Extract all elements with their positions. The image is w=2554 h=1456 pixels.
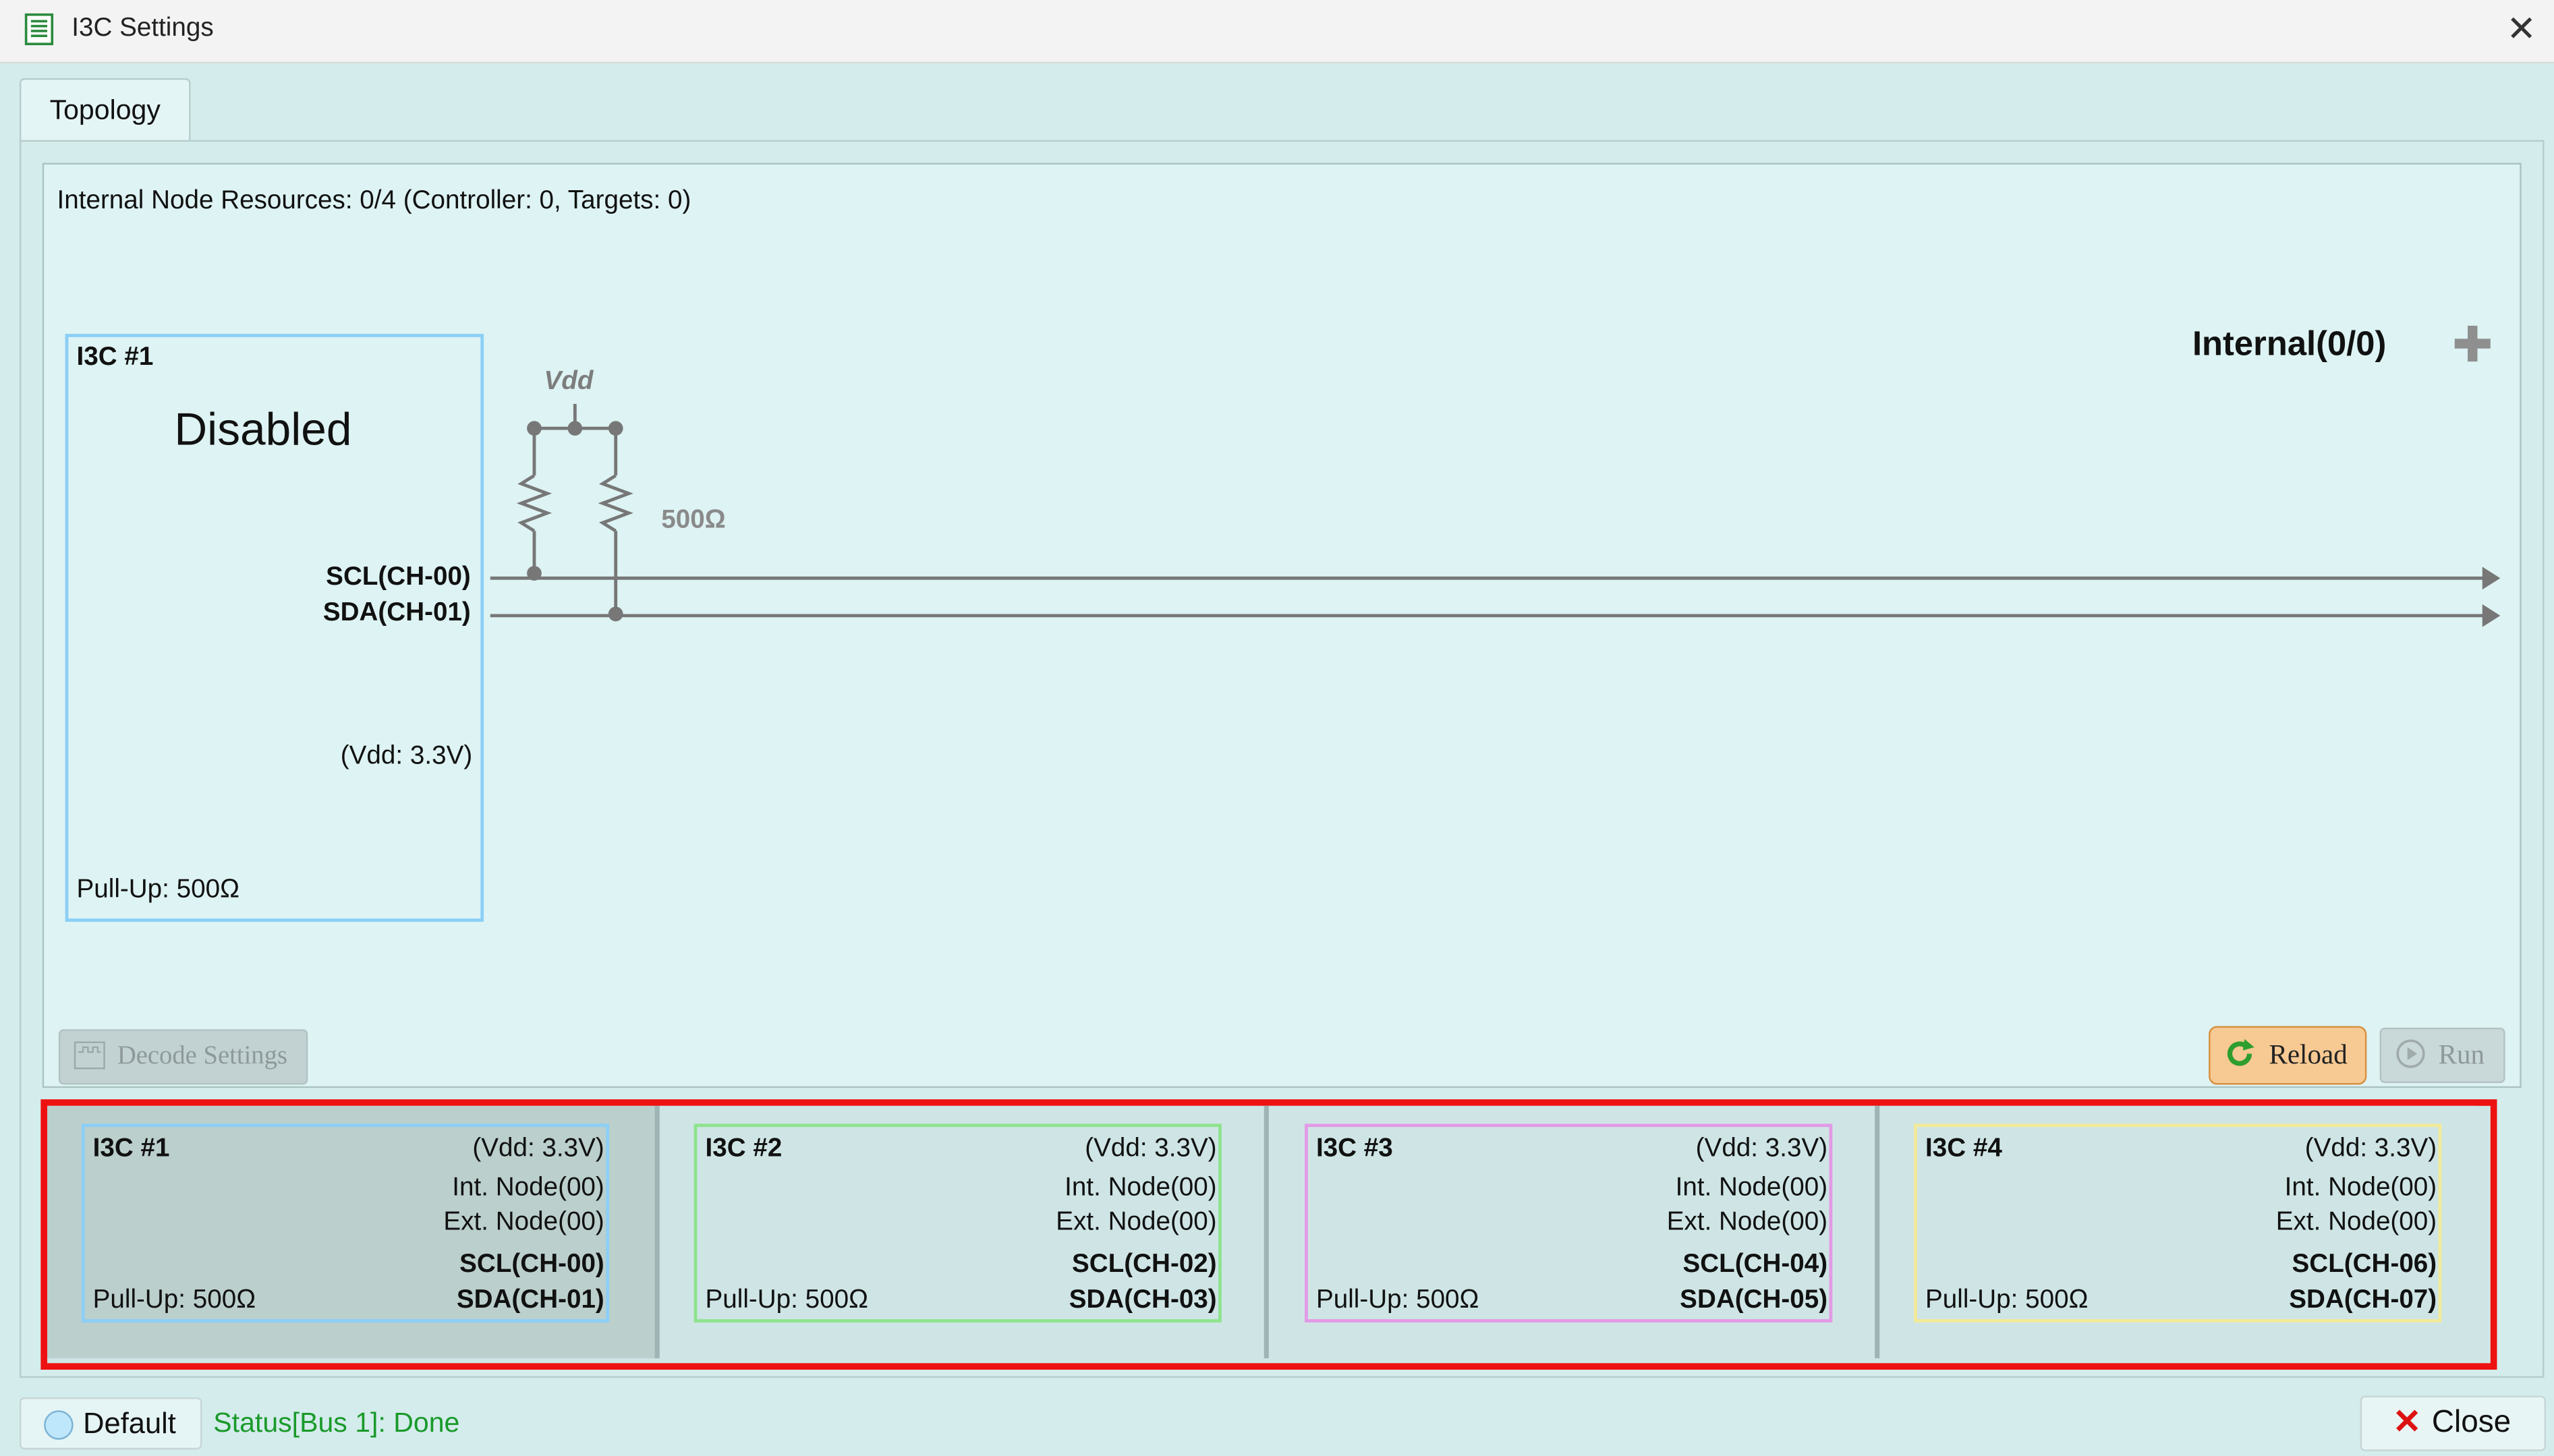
bus-pullup: Pull-Up: 500Ω bbox=[1315, 1286, 1479, 1314]
bus-ext-node: Ext. Node(00) bbox=[2275, 1208, 2437, 1236]
bus-box-2 bbox=[693, 1124, 1222, 1322]
bus-sda: SDA(CH-01) bbox=[456, 1286, 604, 1314]
bus-item-2[interactable] bbox=[659, 1105, 1269, 1359]
bus-int-node: Int. Node(00) bbox=[1065, 1174, 1217, 1202]
reload-button[interactable]: Reload bbox=[2209, 1026, 2367, 1085]
bus-item-3[interactable] bbox=[1268, 1105, 1878, 1359]
controller-title: I3C #1 bbox=[76, 343, 154, 372]
controller-box[interactable] bbox=[65, 334, 484, 922]
close-button[interactable]: ✕ Close bbox=[2360, 1395, 2546, 1451]
bus-title: I3C #4 bbox=[1925, 1135, 2002, 1163]
bus-separator bbox=[1264, 1105, 1269, 1359]
bus-item-1[interactable] bbox=[47, 1105, 657, 1359]
default-button[interactable]: Default bbox=[19, 1397, 202, 1450]
play-icon bbox=[2396, 1039, 2425, 1068]
plus-icon[interactable] bbox=[2453, 324, 2492, 363]
controller-scl-label: SCL(CH-00) bbox=[326, 563, 471, 591]
bus-pullup: Pull-Up: 500Ω bbox=[92, 1286, 256, 1314]
bus-vdd: (Vdd: 3.3V) bbox=[2304, 1135, 2437, 1163]
bus-pullup: Pull-Up: 500Ω bbox=[1925, 1286, 2089, 1314]
bus-vdd: (Vdd: 3.3V) bbox=[472, 1135, 604, 1163]
bus-ext-node: Ext. Node(00) bbox=[1666, 1208, 1828, 1236]
bus-int-node: Int. Node(00) bbox=[2284, 1174, 2437, 1202]
bus-sda: SDA(CH-07) bbox=[2289, 1286, 2437, 1314]
bus-int-node: Int. Node(00) bbox=[452, 1174, 604, 1202]
bus-scl: SCL(CH-06) bbox=[2292, 1250, 2437, 1279]
controller-sda-label: SDA(CH-01) bbox=[322, 599, 471, 627]
tab-topology[interactable]: Topology bbox=[19, 78, 191, 142]
bus-int-node: Int. Node(00) bbox=[1675, 1174, 1828, 1202]
bus-scl: SCL(CH-02) bbox=[1072, 1250, 1217, 1279]
bus-vdd: (Vdd: 3.3V) bbox=[1695, 1135, 1828, 1163]
bus-scl: SCL(CH-00) bbox=[459, 1250, 604, 1279]
bus-vdd: (Vdd: 3.3V) bbox=[1085, 1135, 1217, 1163]
controller-state: Disabled bbox=[174, 403, 352, 455]
close-x-icon: ✕ bbox=[2392, 1403, 2422, 1442]
bus-separator bbox=[1875, 1105, 1880, 1359]
internal-label: Internal(0/0) bbox=[2192, 325, 2387, 363]
bus-item-4[interactable] bbox=[1879, 1105, 2478, 1359]
spreadsheet-icon bbox=[24, 13, 54, 46]
bus-sda: SDA(CH-05) bbox=[1680, 1286, 1828, 1314]
bus-title: I3C #1 bbox=[92, 1135, 170, 1163]
bus-ext-node: Ext. Node(00) bbox=[1056, 1208, 1217, 1236]
bus-ext-node: Ext. Node(00) bbox=[443, 1208, 604, 1236]
bus-box-4 bbox=[1914, 1124, 2442, 1322]
bus-title: I3C #3 bbox=[1315, 1135, 1393, 1163]
bus-sda: SDA(CH-03) bbox=[1069, 1286, 1217, 1314]
decode-settings-button[interactable]: Decode Settings bbox=[58, 1029, 308, 1085]
title-bar bbox=[0, 0, 2554, 64]
bus-scl: SCL(CH-04) bbox=[1682, 1250, 1828, 1279]
bus-box-1 bbox=[81, 1124, 610, 1322]
reload-icon bbox=[2227, 1039, 2254, 1066]
bus-icon bbox=[74, 1041, 105, 1070]
bus-title: I3C #2 bbox=[705, 1135, 783, 1163]
controller-vdd: (Vdd: 3.3V) bbox=[340, 742, 473, 771]
resources-text: Internal Node Resources: 0/4 (Controller… bbox=[57, 187, 691, 215]
bus-separator bbox=[654, 1105, 660, 1359]
controller-pullup: Pull-Up: 500Ω bbox=[76, 876, 239, 904]
vdd-label: Vdd bbox=[544, 368, 594, 396]
bus-box-3 bbox=[1305, 1124, 1833, 1322]
close-icon[interactable]: ✕ bbox=[2506, 8, 2536, 49]
run-button[interactable]: Run bbox=[2379, 1027, 2505, 1083]
radio-icon bbox=[44, 1410, 74, 1440]
status-text: Status[Bus 1]: Done bbox=[213, 1407, 460, 1438]
resistor-label: 500Ω bbox=[661, 506, 726, 535]
bus-pullup: Pull-Up: 500Ω bbox=[705, 1286, 868, 1314]
window-title: I3C Settings bbox=[72, 14, 214, 42]
